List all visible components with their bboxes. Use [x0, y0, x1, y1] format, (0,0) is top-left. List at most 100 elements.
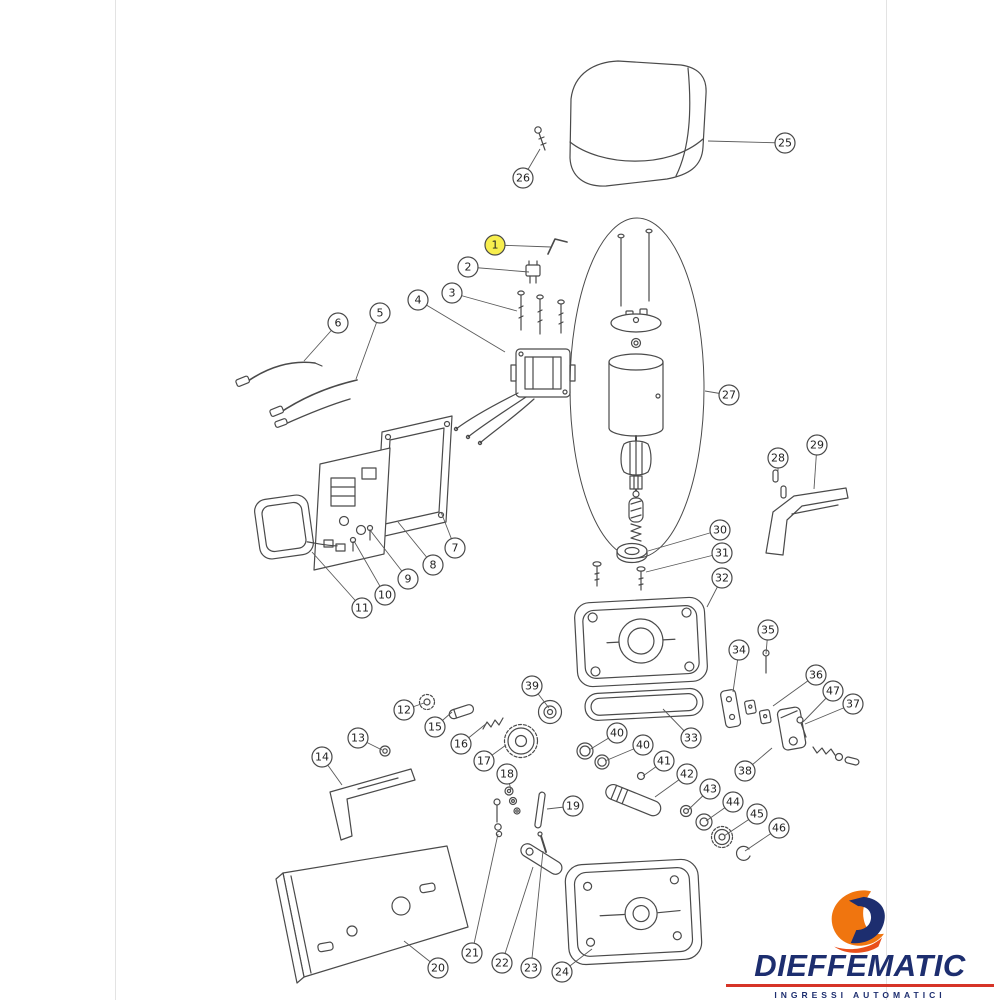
callout-11: 11	[311, 551, 373, 619]
svg-text:25: 25	[778, 137, 792, 150]
svg-text:8: 8	[430, 559, 437, 572]
callout-40: 40	[604, 734, 654, 762]
svg-text:24: 24	[555, 966, 569, 979]
part-bearing-output	[695, 813, 713, 831]
svg-text:32: 32	[715, 572, 729, 585]
callout-4: 4	[407, 289, 506, 353]
svg-text:16: 16	[454, 738, 468, 751]
svg-text:26: 26	[516, 172, 530, 185]
callout-33: 33	[662, 708, 702, 749]
callout-36: 36	[772, 664, 827, 707]
svg-text:9: 9	[405, 573, 412, 586]
svg-text:36: 36	[809, 669, 823, 682]
svg-text:6: 6	[335, 317, 342, 330]
part-upper-housing	[574, 596, 708, 688]
page-edge-right	[886, 0, 887, 1000]
callout-40: 40	[588, 722, 628, 751]
part-worm-gear	[503, 723, 539, 759]
svg-text:18: 18	[500, 768, 514, 781]
callout-12: 12	[393, 699, 425, 721]
callout-22: 22	[491, 866, 534, 974]
callout-3: 3	[441, 282, 518, 312]
svg-text:3: 3	[449, 287, 456, 300]
part-bottom-housing	[564, 858, 703, 966]
svg-text:1: 1	[492, 239, 499, 252]
part-release-lever	[520, 843, 563, 875]
part-oring-b	[594, 754, 610, 770]
callout-38: 38	[734, 747, 773, 782]
callout-2: 2	[457, 256, 530, 278]
part-board-screws	[349, 524, 374, 552]
svg-text:45: 45	[750, 808, 764, 821]
callout-43: 43	[687, 778, 721, 811]
callout-17: 17	[473, 744, 507, 772]
part-gasket	[584, 687, 704, 721]
svg-text:21: 21	[465, 947, 479, 960]
callout-28: 28	[767, 447, 789, 471]
part-snap-ring	[735, 845, 751, 861]
callout-44: 44	[705, 791, 744, 822]
part-wire-long	[269, 379, 358, 428]
callout-47: 47	[802, 680, 844, 723]
callout-10: 10	[353, 540, 396, 606]
part-lock-block	[525, 260, 541, 284]
part-release-pin	[547, 238, 568, 255]
part-output-shaft	[605, 784, 662, 817]
brand-name: DIEFFEMATIC	[754, 948, 966, 983]
svg-text:42: 42	[680, 768, 694, 781]
part-washer-stack	[504, 786, 521, 815]
part-dowel-pin	[636, 771, 646, 781]
svg-text:22: 22	[495, 957, 509, 970]
part-switch-bracket	[776, 706, 807, 751]
callout-23: 23	[520, 850, 544, 979]
svg-text:15: 15	[428, 721, 442, 734]
part-wire-short	[235, 361, 323, 387]
svg-text:10: 10	[378, 589, 392, 602]
part-lever-pin	[537, 831, 547, 853]
callout-16: 16	[450, 722, 488, 755]
svg-text:2: 2	[465, 261, 472, 274]
callout-15: 15	[424, 711, 453, 738]
part-cover-screw	[534, 126, 547, 151]
svg-text:13: 13	[351, 732, 365, 745]
callout-9: 9	[369, 529, 419, 590]
part-ball-bearing	[537, 699, 563, 725]
svg-text:35: 35	[761, 624, 775, 637]
svg-text:17: 17	[477, 755, 491, 768]
callout-45: 45	[723, 803, 768, 837]
part-transformer	[453, 348, 576, 446]
page-edge-left	[115, 0, 116, 1000]
callout-8: 8	[397, 521, 444, 576]
svg-text:11: 11	[355, 602, 369, 615]
svg-text:40: 40	[636, 739, 650, 752]
callout-34: 34	[728, 639, 750, 693]
part-hinge-pin	[534, 791, 546, 829]
callout-21: 21	[461, 833, 499, 964]
part-screws-set	[517, 290, 565, 335]
callout-32: 32	[706, 567, 733, 608]
svg-text:4: 4	[415, 294, 422, 307]
part-bracket-pins	[772, 469, 787, 499]
part-motor-assembly	[569, 217, 705, 559]
part-capacitor	[254, 494, 338, 560]
callout-5: 5	[355, 302, 391, 380]
svg-text:29: 29	[810, 439, 824, 452]
svg-text:19: 19	[566, 800, 580, 813]
part-bracket-screw	[796, 716, 807, 738]
callout-1: 1	[484, 234, 552, 256]
svg-text:40: 40	[610, 727, 624, 740]
svg-text:44: 44	[726, 796, 740, 809]
part-drive-pin	[448, 704, 475, 720]
callout-26: 26	[512, 148, 541, 189]
callout-42: 42	[654, 763, 698, 798]
part-thrust-bearing	[616, 542, 648, 564]
part-housing-screws	[592, 561, 646, 591]
callout-19: 19	[546, 795, 584, 817]
part-oring-a	[576, 742, 594, 760]
callout-6: 6	[303, 312, 349, 362]
part-pinion-gear	[710, 825, 734, 849]
svg-text:47: 47	[826, 685, 840, 698]
part-mounting-bracket	[765, 487, 849, 556]
callout-30: 30	[647, 519, 731, 552]
